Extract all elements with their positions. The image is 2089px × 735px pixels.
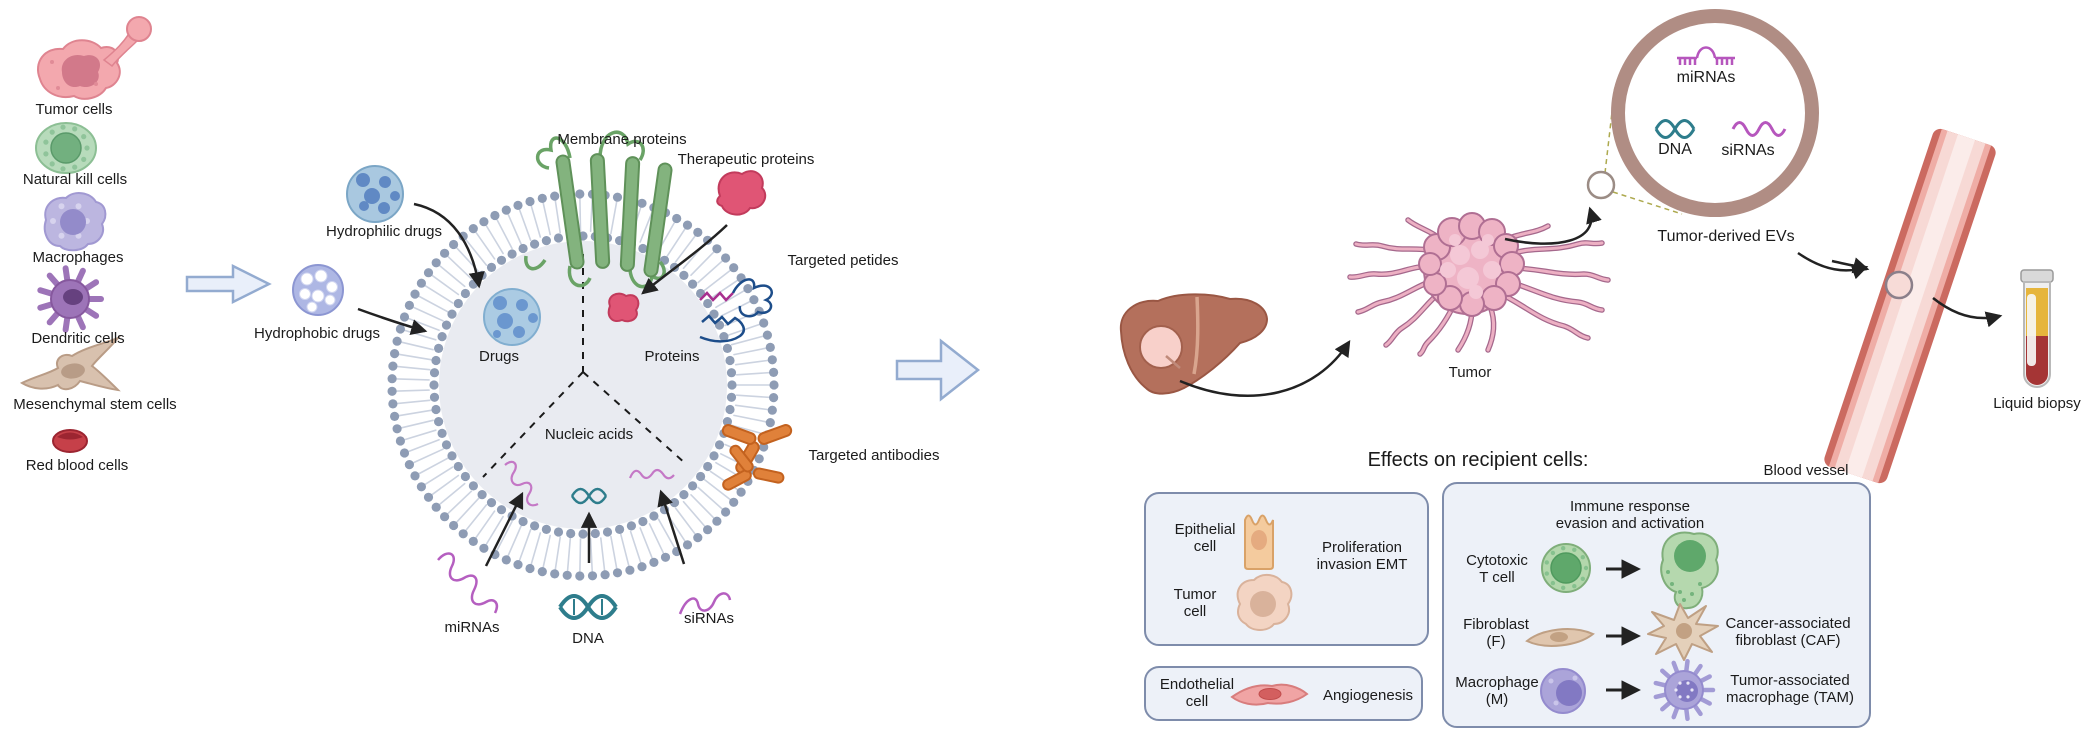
cytotoxic-t-cell-label: Cytotoxic T cell <box>1466 552 1528 587</box>
flow-arrow-left <box>185 263 272 305</box>
hydrophilic-drugs-label: Hydrophilic drugs <box>326 223 442 240</box>
tam-label: Tumor-associated macrophage (TAM) <box>1725 672 1855 707</box>
sirna-cargo-icon <box>628 468 675 480</box>
dna-helix-icon <box>558 594 618 620</box>
fibroblast-icon <box>1525 628 1595 647</box>
macrophages-label: Macrophages <box>32 249 124 266</box>
proliferation-box <box>1144 492 1429 646</box>
ev-sirna-icon <box>1731 121 1787 137</box>
arrow-liver-to-tumor <box>1179 339 1351 398</box>
vessel-ev-icon <box>1884 270 1914 300</box>
liquid-biopsy-label: Liquid biopsy <box>1993 395 2081 412</box>
flow-arrow-right <box>895 338 981 402</box>
arrow-mirna-in <box>484 491 524 567</box>
endothelial-cell-label: Endothelial cell <box>1159 676 1235 711</box>
caf-label: Cancer-associated fibroblast (CAF) <box>1725 615 1851 650</box>
sirnas-label: siRNAs <box>683 610 735 627</box>
angiogenesis-label: Angiogenesis <box>1322 687 1414 704</box>
ev-mirnas-label: miRNAs <box>1676 69 1736 86</box>
arrow-into-vessel <box>1831 257 1870 274</box>
arrow-protein-in <box>641 224 728 295</box>
dendritic-cell-icon <box>37 265 104 333</box>
nucleic-acids-label: Nucleic acids <box>544 426 634 443</box>
epithelial-cell-icon <box>1244 514 1274 570</box>
drug-sphere-icon <box>483 288 541 346</box>
proteins-label: Proteins <box>644 348 700 365</box>
loading-arrows <box>357 202 728 567</box>
nk-cell-icon <box>35 122 97 174</box>
targeted-antibody-icon <box>721 424 793 491</box>
tam-icon <box>1653 658 1716 722</box>
nk-cells-label: Natural kill cells <box>22 171 128 188</box>
test-tube-icon <box>2020 269 2054 388</box>
ev-dna-label: DNA <box>1658 141 1692 158</box>
tumor-ev-circle <box>1611 9 1819 217</box>
ev-dna-icon <box>1654 119 1696 139</box>
macrophage-box-icon <box>1540 668 1586 714</box>
arrow-hydrophilic-to-drugs <box>413 202 485 289</box>
dendritic-cells-label: Dendritic cells <box>31 330 125 347</box>
hydrophobic-drug-icon <box>292 264 344 316</box>
therapeutic-protein-icon <box>716 170 767 216</box>
arrow-tumor-to-ev <box>1504 206 1602 245</box>
drugs-label: Drugs <box>478 348 520 365</box>
fibroblast-label: Fibroblast (F) <box>1463 616 1529 651</box>
dna-cargo-icon <box>570 487 608 505</box>
arrow-hydrophobic-to-membrane <box>357 307 428 336</box>
immune-heading: Immune response evasion and activation <box>1555 498 1705 533</box>
released-ev-icon <box>1586 170 1616 200</box>
therapeutic-proteins-label: Therapeutic proteins <box>677 151 815 168</box>
macrophage-icon <box>43 192 107 252</box>
targeted-peptide-icon <box>699 278 773 343</box>
ev-sirnas-label: siRNAs <box>1721 142 1775 159</box>
transition-arrows <box>1606 559 1641 700</box>
tumor-derived-evs-label: Tumor-derived EVs <box>1657 228 1795 245</box>
tumor-cells-label: Tumor cells <box>35 101 113 118</box>
membrane-proteins-label: Membrane proteins <box>557 131 687 148</box>
dna-label: DNA <box>572 630 604 647</box>
caf-icon <box>1647 603 1719 661</box>
mirna-squiggle-icon <box>437 552 499 614</box>
sirna-squiggle-icon <box>678 592 732 615</box>
macrophage-label: Macrophage (M) <box>1455 674 1539 709</box>
tumor-cell-icon <box>37 16 152 100</box>
endothelial-cell-icon <box>1230 683 1309 706</box>
hydrophobic-drugs-label: Hydrophobic drugs <box>254 325 380 342</box>
arrow-vessel-to-tube <box>1932 297 2003 328</box>
t-cell-icon <box>1541 543 1591 593</box>
protein-cargo-icon <box>607 292 640 323</box>
proliferation-label: Proliferation invasion EMT <box>1316 539 1408 574</box>
msc-icon <box>19 335 122 392</box>
membrane-protein-icon <box>524 130 673 289</box>
effects-heading: Effects on recipient cells: <box>1367 449 1589 471</box>
liposome-graphic <box>387 130 793 581</box>
blood-vessel-graphic <box>1824 128 1996 484</box>
arrow-sirna-in <box>657 489 686 565</box>
tumor-cell-label: Tumor cell <box>1173 586 1217 621</box>
hydrophilic-drug-icon <box>346 165 404 223</box>
rbc-icon <box>52 429 88 453</box>
tumor-icon <box>1347 212 1611 357</box>
liver-icon <box>1119 293 1269 395</box>
mirna-cargo-icon <box>504 460 539 507</box>
ev-mirna-icon <box>1677 46 1735 65</box>
targeted-antibodies-label: Targeted antibodies <box>808 447 940 464</box>
msc-label: Mesenchymal stem cells <box>13 396 177 413</box>
activated-t-cell-icon <box>1660 531 1719 610</box>
rbc-label: Red blood cells <box>25 457 129 474</box>
epithelial-cell-label: Epithelial cell <box>1174 521 1236 556</box>
targeted-peptides-label: Targeted petides <box>787 252 899 269</box>
tumor-label: Tumor <box>1448 364 1492 381</box>
tumor-cell-box-icon <box>1236 574 1293 631</box>
blood-vessel-label: Blood vessel <box>1763 462 1849 479</box>
mirnas-label: miRNAs <box>444 619 500 636</box>
immune-box <box>1442 482 1871 728</box>
